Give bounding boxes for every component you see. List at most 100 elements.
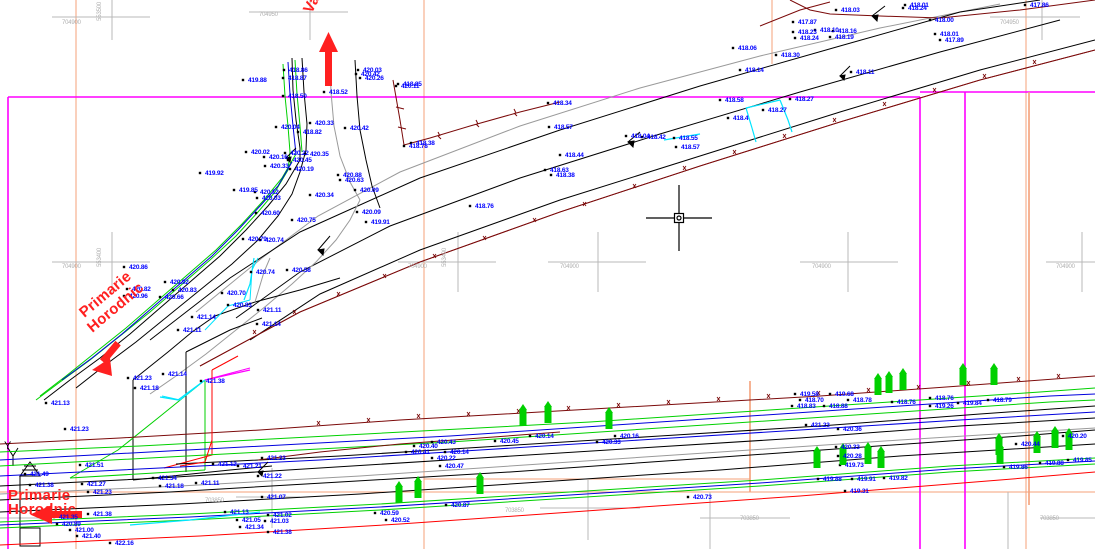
building-outline-bottomleft [19,461,41,547]
tree-icon [990,363,998,385]
elevation-label: 420.40 [419,443,438,450]
elevation-point-marker [901,6,905,10]
contour-lines-upper [149,0,1095,367]
elevation-point-marker [793,392,797,396]
elevation-label: 420.14 [450,449,469,456]
elevation-point-marker [394,84,398,88]
elevation-point-marker [158,484,162,488]
elevation-point-marker [282,68,286,72]
elevation-point-marker [253,190,257,194]
elevation-label: 421.23 [70,426,89,433]
elevation-point-marker [547,125,551,129]
elevation-label: 421.49 [30,471,49,478]
elevation-point-marker [850,477,854,481]
elevation-label: 417.87 [798,19,817,26]
elevation-label: 421.21 [243,463,262,470]
elevation-point-marker [125,287,129,291]
elevation-point-marker [816,477,820,481]
elevation-point-marker [1002,465,1006,469]
elevation-label: 420.43 [437,439,456,446]
elevation-point-marker [336,173,340,177]
elevation-label: 420.79 [248,236,267,243]
elevation-point-marker [236,464,240,468]
street-label-horodnic-2: Horodnic [8,501,77,518]
elevation-label: 420.88 [343,172,362,179]
elevation-point-marker [624,134,628,138]
fence-line-branch [392,79,561,146]
elevation-point-marker [443,450,447,454]
elevation-label: 418.85 [403,81,422,88]
elevation-label: 421.34 [158,475,177,482]
elevation-point-marker [122,265,126,269]
elevation-point-marker [396,82,400,86]
elevation-label: 418.00 [935,17,954,24]
elevation-label: 419.92 [205,170,224,177]
elevation-label: 420.41 [411,449,430,456]
elevation-point-marker [933,32,937,36]
elevation-label: 420.22 [290,150,309,157]
elevation-label: 421.02 [273,512,292,519]
tree-icon [864,442,872,464]
elevation-point-marker [928,18,932,22]
elevation-label: 418.06 [738,45,757,52]
elevation-label: 420.89 [62,521,81,528]
elevation-label: 418.70 [805,397,824,404]
elevation-point-marker [133,386,137,390]
elevation-label: 418.78 [853,397,872,404]
elevation-label: 420.70 [227,290,246,297]
elevation-point-marker [260,456,264,460]
elevation-point-marker [822,404,826,408]
elevation-point-marker [793,36,797,40]
grid-coordinate-label: 704900 [62,20,81,26]
elevation-point-marker [296,130,300,134]
grid-coordinate-label: 553500 [97,2,103,21]
elevation-point-marker [402,144,406,148]
elevation-point-marker [260,495,264,499]
elevation-label: 420.36 [843,426,862,433]
parcel-boundary-lines [7,91,1095,549]
elevation-label: 419.82 [889,475,908,482]
elevation-label: 419.58 [800,391,819,398]
grid-coordinate-label: 553400 [442,248,448,267]
cad-cursor-crosshair[interactable] [646,185,712,251]
elevation-label: 420.33 [270,163,289,170]
elevation-label: 420.45 [293,157,312,164]
utility-lines-cyan [129,99,793,526]
elevation-point-marker [249,270,253,274]
elevation-point-marker [256,474,260,478]
elevation-label: 421.23 [93,489,112,496]
elevation-point-marker [288,167,292,171]
grid-coordinate-label: 704950 [259,12,278,18]
elevation-label: 419.88 [823,476,842,483]
elevation-point-marker [672,136,676,140]
fence-line-midleft [257,431,561,461]
elevation-label: 418.16 [838,28,857,35]
elevation-label: 420.96 [129,293,148,300]
elevation-label: 419.73 [845,462,864,469]
elevation-label: 418.24 [800,35,819,42]
elevation-point-marker [1066,458,1070,462]
elevation-point-marker [354,72,358,76]
tree-icon [1051,426,1059,448]
street-label-primarie-horodnic-2: Primarie [8,487,71,504]
elevation-point-marker [834,445,838,449]
elevation-point-marker [68,528,72,532]
elevation-label: 421.35 [59,514,78,521]
elevation-point-marker [1023,3,1027,7]
elevation-point-marker [303,152,307,156]
elevation-point-marker [308,193,312,197]
elevation-point-marker [686,495,690,499]
grid-coordinate-label: 704900 [62,264,81,270]
elevation-label: 420.03 [363,67,382,74]
elevation-point-marker [813,28,817,32]
elevation-label: 421.51 [85,462,104,469]
elevation-label: 421.03 [270,518,289,525]
axis-marker-y [7,447,19,466]
elevation-point-marker [353,188,357,192]
tree-icon [544,401,552,423]
elevation-label: 420.42 [361,71,380,78]
elevation-point-marker [151,476,155,480]
elevation-point-marker [176,328,180,332]
